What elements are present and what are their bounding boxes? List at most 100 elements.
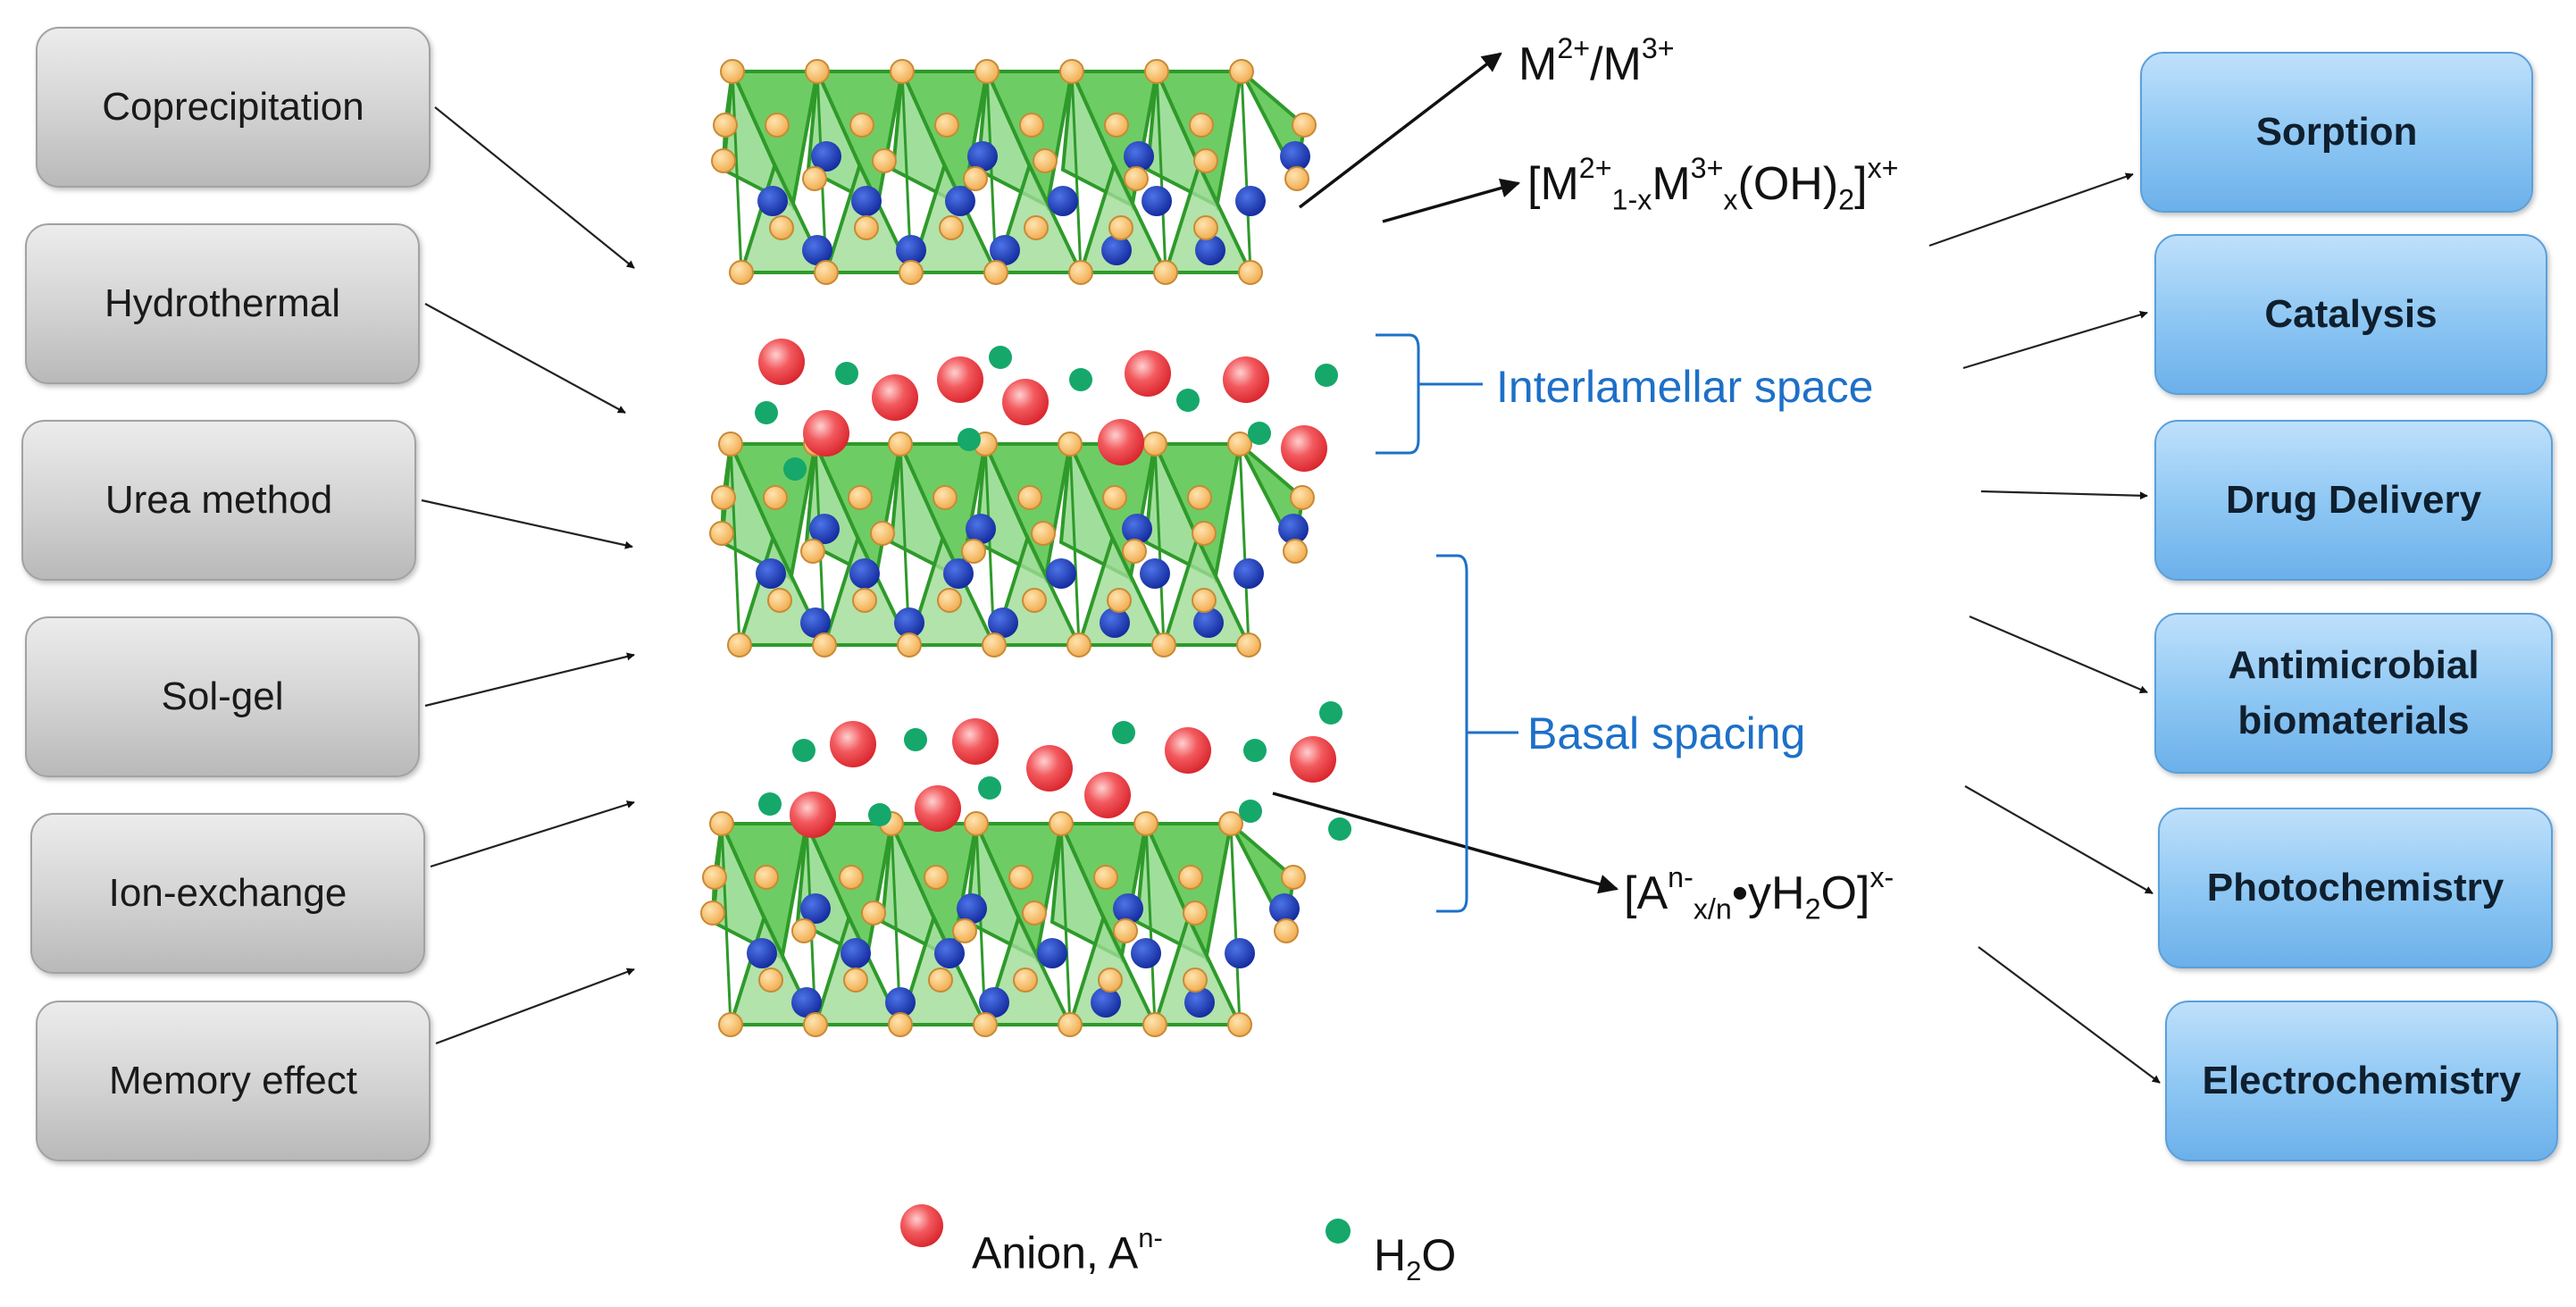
hydroxyl-vertex	[839, 865, 864, 890]
hydroxyl-vertex	[854, 215, 879, 240]
method-label: Memory effect	[109, 1059, 357, 1102]
hydroxyl-vertex	[1281, 865, 1306, 890]
hydroxyl-vertex	[861, 901, 886, 926]
hydroxide-layer	[709, 431, 1315, 658]
hydroxyl-vertex	[718, 1012, 743, 1037]
anion	[1290, 736, 1336, 783]
hydroxyl-vertex	[1153, 260, 1178, 285]
legend-anion-swatch	[900, 1204, 943, 1247]
anion	[1223, 356, 1269, 403]
layer-edge	[1153, 443, 1166, 646]
hydroxyl-vertex	[727, 633, 752, 658]
hydroxyl-vertex	[791, 918, 816, 943]
hydroxyl-vertex	[805, 59, 830, 84]
hydroxyl-vertex	[769, 215, 794, 240]
hydroxyl-vertex	[852, 588, 877, 613]
hydroxyl-vertex	[1238, 260, 1263, 285]
hydroxyl-vertex	[1192, 588, 1217, 613]
hydroxyl-vertex	[1183, 901, 1208, 926]
hydroxyl-vertex	[983, 260, 1008, 285]
hydroxyl-vertex	[1192, 521, 1217, 546]
application-label: Sorption	[2255, 110, 2418, 155]
metal-cation	[1184, 987, 1215, 1018]
legend-water-swatch	[1326, 1219, 1351, 1244]
hydroxyl-vertex	[939, 215, 964, 240]
connector-arrow	[421, 499, 633, 549]
hydroxyl-vertex	[848, 485, 873, 510]
hydroxyl-vertex	[1031, 521, 1056, 546]
connector-arrow	[430, 800, 635, 868]
connector-arrow	[1969, 615, 2148, 694]
layer-edge	[1068, 443, 1081, 646]
layer-edge	[720, 823, 732, 1026]
hydroxyl-vertex	[849, 113, 874, 138]
layer-edge	[983, 443, 996, 646]
hydroxyl-vertex	[767, 588, 792, 613]
hydroxyl-vertex	[1108, 215, 1133, 240]
water-molecule	[868, 803, 891, 826]
interlamellar-bracket	[1376, 333, 1483, 455]
layer-edge	[1070, 71, 1083, 273]
metal-cation	[851, 186, 882, 216]
metal-cation	[1278, 514, 1309, 544]
hydroxyl-vertex	[1008, 865, 1033, 890]
hydroxyl-vertex	[933, 485, 958, 510]
water-molecule	[758, 792, 782, 816]
metal-cation	[943, 558, 974, 589]
connector-arrow	[1980, 490, 2148, 500]
hydroxyl-vertex	[1102, 485, 1127, 510]
layer-edge	[1240, 71, 1252, 273]
metal-cation	[1193, 607, 1224, 638]
metal-cation	[809, 514, 840, 544]
connector-arrows	[421, 52, 2161, 1084]
metal-cation	[1048, 186, 1078, 216]
metal-cation	[885, 987, 916, 1018]
application-drug-delivery-box: Drug Delivery	[2154, 420, 2553, 581]
anion	[915, 785, 961, 832]
water-molecule	[792, 739, 815, 762]
metal-cation	[934, 938, 965, 968]
metal-cation	[1091, 987, 1121, 1018]
hydroxyl-vertex	[1144, 59, 1169, 84]
metal-cation	[756, 558, 786, 589]
hydroxyl-vertex	[1229, 59, 1254, 84]
hydroxyl-vertex	[812, 633, 837, 658]
hydroxyl-vertex	[899, 260, 924, 285]
metal-cation	[966, 514, 996, 544]
anion	[1026, 745, 1073, 792]
hydroxyl-vertex	[1274, 918, 1299, 943]
connector-arrow	[434, 106, 635, 269]
application-photochemistry-box: Photochemistry	[2158, 808, 2553, 968]
hydroxyl-vertex	[709, 811, 734, 836]
hydroxyl-vertex	[803, 1012, 828, 1037]
layer-edge	[731, 71, 743, 273]
water-molecule	[904, 728, 927, 751]
ldh-layers	[700, 59, 1317, 1037]
water-molecule	[1112, 721, 1135, 744]
anion	[1281, 425, 1327, 472]
hydroxyl-vertex	[1049, 811, 1074, 836]
hydroxyl-vertex	[1013, 968, 1038, 993]
method-label: Ion-exchange	[108, 871, 347, 915]
water-molecule	[1069, 368, 1092, 391]
metal-cation	[1269, 893, 1300, 924]
application-label: Antimicrobial biomaterials	[2228, 643, 2480, 742]
connector-arrow	[435, 968, 635, 1045]
application-catalysis-box: Catalysis	[2154, 234, 2547, 395]
water-molecule	[835, 362, 858, 385]
basal-spacing-label: Basal spacing	[1527, 708, 1806, 758]
method-memory-box: Memory effect	[36, 1001, 431, 1161]
label-arrow	[1272, 792, 1619, 894]
layer-edge	[729, 443, 741, 646]
hydroxyl-vertex	[1142, 1012, 1167, 1037]
spacing-brackets	[1376, 333, 1518, 913]
application-electrochemistry-box: Electrochemistry	[2165, 1001, 2558, 1161]
anion	[937, 356, 983, 403]
hydroxyl-vertex	[1151, 633, 1176, 658]
hydroxyl-vertex	[1193, 148, 1218, 173]
metal-cation	[896, 235, 926, 265]
hydroxyl-vertex	[1022, 588, 1047, 613]
hydroxyl-vertex	[1227, 1012, 1252, 1037]
metal-cation	[1234, 558, 1264, 589]
hydroxyl-vertex	[1193, 215, 1218, 240]
